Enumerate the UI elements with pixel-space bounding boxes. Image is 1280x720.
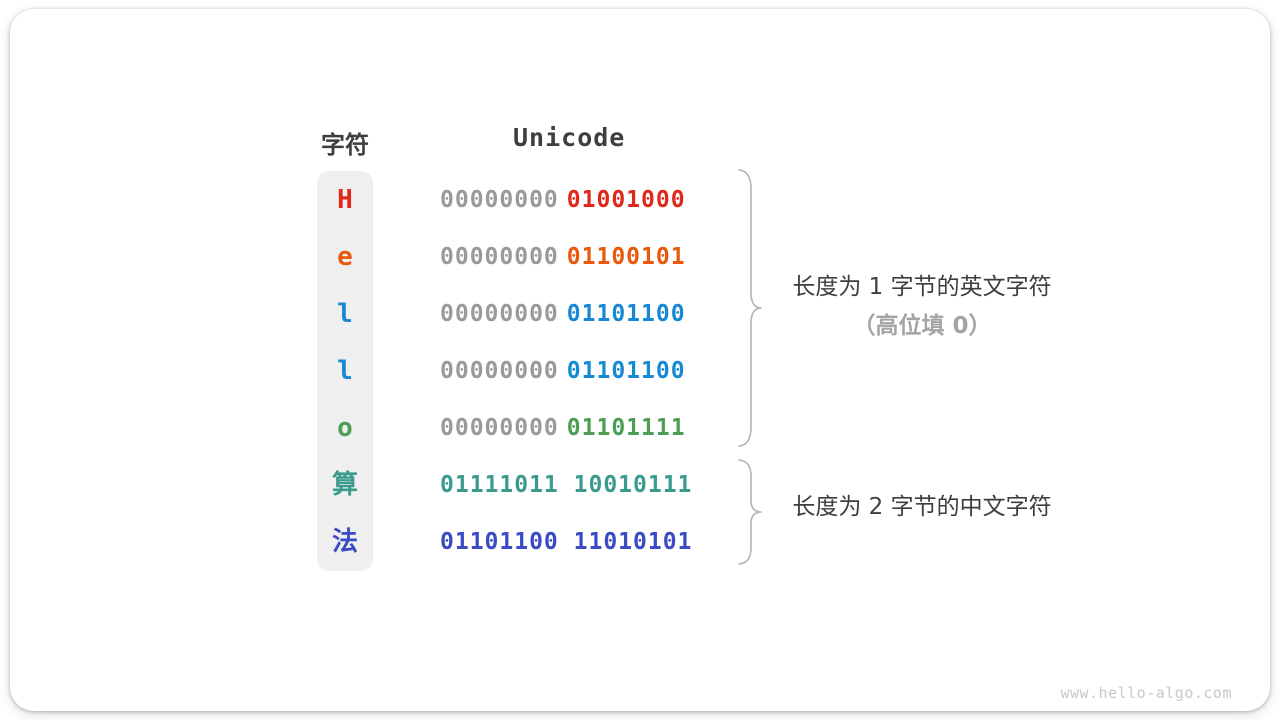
character-cell: H <box>337 184 353 215</box>
padding-bits: 00000000 <box>440 186 559 213</box>
brace-chinese-group <box>738 459 762 565</box>
code-bits: 01101100 11010101 <box>440 528 693 555</box>
annotation-subline: （高位填 0） <box>852 313 992 339</box>
unicode-bits: 00000000 01101100 <box>440 301 686 327</box>
unicode-bits: 01111011 10010111 <box>440 472 692 498</box>
code-bits: 01101100 <box>566 357 686 384</box>
code-bits: 01001000 <box>566 186 686 213</box>
annotation-english-chars: 长度为 1 字节的英文字符 （高位填 0） <box>762 272 1082 341</box>
table-row-l2: l 00000000 01101100 <box>10 342 1270 399</box>
annotation-chinese-chars: 长度为 2 字节的中文字符 <box>762 492 1082 522</box>
code-bits: 01100101 <box>566 243 686 270</box>
table-row-l1: l 00000000 01101100 <box>10 285 1270 342</box>
character-cell: o <box>337 412 353 443</box>
column-header-unicode: Unicode <box>513 123 626 152</box>
unicode-bits: 00000000 01100101 <box>440 244 686 270</box>
padding-bits: 00000000 <box>440 243 559 270</box>
character-cell: 算 <box>331 469 358 500</box>
column-header-character: 字符 <box>321 131 369 159</box>
table-row-h: H 00000000 01001000 <box>10 171 1270 228</box>
code-bits: 01101111 <box>566 414 686 441</box>
table-row-fa: 法 01101100 11010101 <box>10 513 1270 570</box>
table-row-o: o 00000000 01101111 <box>10 399 1270 456</box>
unicode-bits: 00000000 01101111 <box>440 415 686 441</box>
code-bits: 01111011 10010111 <box>440 471 693 498</box>
watermark-url: www.hello-algo.com <box>1060 684 1232 702</box>
unicode-bits: 01101100 11010101 <box>440 529 692 555</box>
character-column-background <box>317 171 373 571</box>
figure-card: 字符 Unicode H 00000000 01001000 e 00000000… <box>10 9 1270 711</box>
table-row-suan: 算 01111011 10010111 <box>10 456 1270 513</box>
character-cell: l <box>337 298 353 329</box>
unicode-bits: 00000000 01001000 <box>440 187 686 213</box>
code-bits: 01101100 <box>566 300 686 327</box>
padding-bits: 00000000 <box>440 300 559 327</box>
padding-bits: 00000000 <box>440 414 559 441</box>
padding-bits: 00000000 <box>440 357 559 384</box>
character-cell: 法 <box>331 526 358 557</box>
table-row-e: e 00000000 01100101 <box>10 228 1270 285</box>
annotation-line: 长度为 1 字节的英文字符 <box>792 274 1052 300</box>
annotation-line: 长度为 2 字节的中文字符 <box>792 494 1052 520</box>
character-cell: e <box>337 241 353 272</box>
brace-english-group <box>738 169 762 447</box>
character-cell: l <box>337 355 353 386</box>
unicode-bits: 00000000 01101100 <box>440 358 686 384</box>
